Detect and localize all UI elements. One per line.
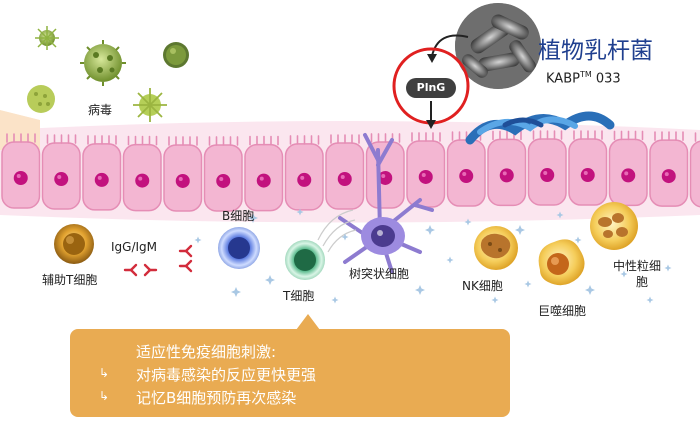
strain-trademark: TM — [579, 70, 592, 79]
sparkle-icon — [556, 211, 564, 219]
signal-ripples — [317, 209, 357, 253]
sparkle-icon — [515, 225, 525, 235]
sparkle-icon — [446, 256, 454, 264]
epithelial-cell — [82, 135, 122, 211]
sparkle-icon — [341, 233, 349, 241]
callout-item-1: 对病毒感染的反应更快更强 — [136, 366, 317, 384]
sparkle-icon — [524, 280, 532, 288]
strain-suffix: 033 — [591, 71, 621, 87]
antibody-label: IgG/IgM — [111, 240, 158, 254]
epithelial-cell — [325, 134, 365, 210]
epithelial-cell — [689, 132, 700, 208]
helper-t-cell-icon — [54, 224, 94, 264]
sparkle-decorations — [194, 208, 672, 304]
bacteria-cluster-icon — [465, 111, 615, 145]
sparkle-icon — [491, 296, 499, 304]
epithelial-cell — [446, 131, 486, 207]
dendritic-cell-label: 树突状细胞 — [349, 267, 410, 281]
y-antibody-icon — [143, 263, 158, 277]
arrow-head-icon — [427, 54, 437, 63]
virus-small-icon — [35, 26, 59, 50]
neutrophil-label-line2: 胞 — [636, 275, 649, 289]
sparkle-icon — [415, 285, 425, 295]
virus-dark-icon — [163, 42, 189, 68]
strain-code: KABPTM 033 — [546, 70, 621, 86]
neutrophil-label-line1: 中性粒细 — [613, 259, 662, 273]
antibody-group — [123, 244, 193, 277]
epithelial-cell — [608, 130, 648, 207]
sparkle-icon — [265, 275, 275, 285]
virus-spiky-icon — [133, 88, 167, 122]
sparkle-icon — [664, 264, 672, 272]
epithelial-cell — [568, 130, 608, 206]
macrophage-icon — [538, 239, 585, 286]
y-antibody-icon — [178, 244, 193, 258]
sparkle-icon — [194, 236, 202, 244]
hook-arrow-icon: ↳ — [99, 366, 110, 380]
epithelial-cell — [1, 133, 41, 209]
sparkle-icon — [296, 208, 304, 216]
epithelial-cell — [244, 135, 284, 212]
t-cell-icon — [285, 240, 325, 280]
macrophage-label: 巨噬细胞 — [538, 304, 587, 318]
virus-large-icon — [80, 40, 126, 86]
product-name: 植物乳杆菌 — [538, 38, 653, 64]
epithelial-cell — [203, 136, 243, 212]
epithelial-cell — [122, 135, 162, 212]
sparkle-icon — [425, 225, 435, 235]
virus-round-icon — [27, 85, 55, 113]
arrow-down-head-icon — [426, 120, 436, 129]
epithelial-cell — [406, 132, 446, 208]
sparkle-icon — [585, 285, 595, 295]
sparkle-icon — [620, 270, 628, 278]
sparkle-icon — [248, 213, 258, 223]
epithelial-cell — [527, 130, 567, 206]
plng-pill — [406, 78, 456, 98]
sparkle-icon — [331, 296, 339, 304]
epithelial-cell — [487, 130, 527, 207]
callout-heading: 适应性免疫细胞刺激: — [136, 343, 277, 361]
strain-prefix: KABP — [546, 71, 580, 87]
neutrophil-icon — [590, 202, 638, 250]
y-antibody-icon — [123, 263, 138, 277]
nk-cell-label: NK细胞 — [462, 279, 503, 293]
t-cell-label: T细胞 — [283, 289, 315, 303]
epithelial-cell — [163, 136, 203, 212]
callout-pointer — [296, 314, 320, 330]
sparkle-icon — [231, 287, 241, 297]
callout-box — [70, 329, 510, 417]
tissue-patch — [0, 110, 40, 150]
callout-item-2: 记忆B细胞预防再次感染 — [136, 389, 297, 407]
sparkle-icon — [464, 218, 472, 226]
hook-arrow-icon: ↳ — [99, 389, 110, 403]
b-cell-label: B细胞 — [222, 209, 255, 223]
sparkle-icon — [646, 296, 654, 304]
epithelial-cell — [649, 131, 689, 207]
epithelial-cell — [284, 135, 324, 211]
y-antibody-icon — [178, 259, 193, 273]
sparkle-icon — [574, 236, 582, 244]
epithelial-cell — [41, 134, 81, 210]
dendritic-cell-icon — [338, 133, 434, 274]
arrow-curve-icon — [431, 34, 469, 57]
helper-t-cell-label: 辅助T细胞 — [42, 273, 98, 287]
b-cell-icon — [218, 227, 260, 269]
virus-label: 病毒 — [88, 103, 113, 117]
molecule-label: PlnG — [416, 81, 446, 94]
nk-cell-icon — [474, 226, 518, 270]
bacteria-micrograph-icon — [455, 3, 541, 89]
